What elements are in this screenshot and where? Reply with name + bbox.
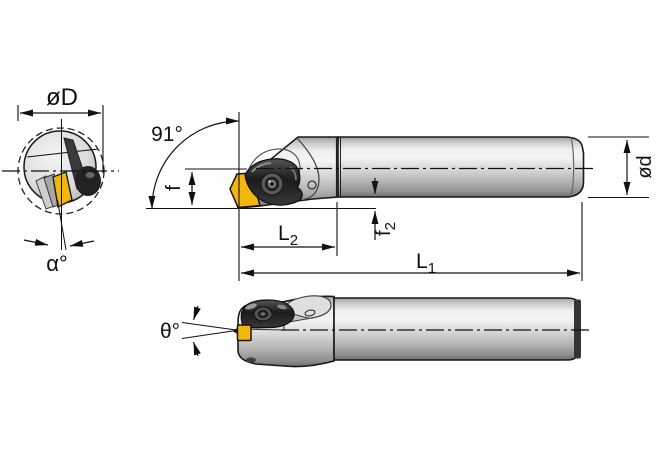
head-screw-hole xyxy=(307,180,317,190)
theta-angle-lines xyxy=(181,321,237,340)
dimensions: 91° f L2 L1 f2 ød xyxy=(146,112,656,281)
clamp-highlight-line xyxy=(251,162,272,173)
od-label: ød xyxy=(634,155,656,178)
clamp-head-end-view xyxy=(75,166,101,196)
side-view xyxy=(229,136,594,209)
lead-angle-arc xyxy=(148,117,240,210)
alpha-label: α° xyxy=(46,251,68,276)
insert-bottom-view xyxy=(236,324,252,342)
theta-arrow-upper xyxy=(192,305,201,321)
shank-end-chamfer-line xyxy=(570,137,575,197)
clamp-screw-bottom-center xyxy=(260,312,266,316)
end-view-chord-line xyxy=(26,148,99,158)
clamp-highlight xyxy=(85,172,95,178)
L1-label: L1 xyxy=(416,250,436,277)
clamp-screw-center xyxy=(270,182,274,186)
clamp-highlight-line-2 xyxy=(289,166,297,181)
alpha-inclination-line xyxy=(57,199,67,251)
clamp-glint-left xyxy=(245,303,257,310)
face-hole xyxy=(304,309,316,317)
shank-end-cap xyxy=(574,299,581,359)
f-label: f xyxy=(163,185,185,191)
head-face-curve xyxy=(296,137,320,201)
end-view: øD α° xyxy=(2,84,119,276)
bottom-view: θ° xyxy=(160,295,593,368)
theta-arrow-lower xyxy=(192,341,201,357)
bottom-screw-hole xyxy=(246,357,256,363)
alpha-arrow-left xyxy=(23,238,49,246)
clamp-glint-right xyxy=(277,304,287,310)
alpha-arrow-right xyxy=(69,239,95,247)
oD-label: øD xyxy=(46,84,78,111)
lead-angle-label: 91° xyxy=(151,123,183,146)
f2-label: f2 xyxy=(373,222,399,236)
L2-label: L2 xyxy=(278,222,298,249)
screw-glint xyxy=(268,180,271,183)
theta-label: θ° xyxy=(160,320,180,343)
shank-body-bottom-view xyxy=(333,297,581,361)
